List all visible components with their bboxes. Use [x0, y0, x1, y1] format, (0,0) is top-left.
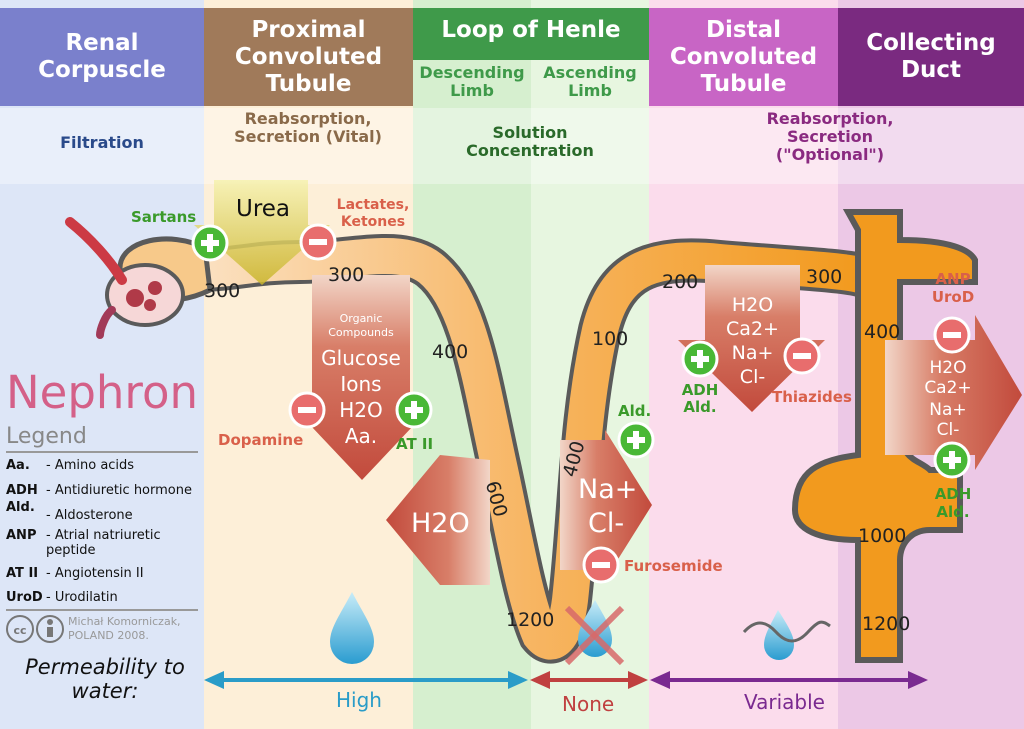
efferent-arteriole [96, 306, 116, 339]
credit-text: Michał Komorniczak, POLAND 2008. [68, 615, 181, 642]
at2-label: AT II [396, 435, 434, 453]
corpuscle-column [0, 0, 204, 729]
legend-item: Ald.- Aldosterone [6, 500, 133, 523]
legend-item: ADH- Antidiuretic hormone [6, 483, 192, 498]
distal-ion-label: Cl- [739, 366, 766, 388]
osmolarity-label: 400 [432, 341, 469, 363]
wave-icon [742, 620, 831, 643]
organic-compounds-label: Organic Compounds [328, 312, 394, 339]
permeability-high: High [336, 688, 382, 712]
osmolarity-label: 200 [662, 271, 699, 293]
creative-commons-icon: cc [6, 615, 34, 643]
minus-icon [299, 223, 337, 261]
permeability-none: None [562, 692, 615, 716]
dopamine-label: Dopamine [218, 431, 304, 449]
glucose-label: Glucose [321, 346, 401, 370]
water-reabsorption-arrow [386, 455, 490, 585]
urea-arrow [194, 180, 330, 285]
legend-item: AT II- Angiotensin II [6, 566, 144, 581]
loop-water-label: H2O [411, 508, 470, 539]
water-label: H2O [339, 398, 383, 422]
urea-label: Urea [236, 196, 291, 222]
minus-icon [933, 316, 971, 354]
header-ascending-limb: Ascending Limb [543, 63, 637, 100]
lactates-label: Lactates, Ketones [336, 197, 410, 230]
osmolarity-label: 1200 [506, 609, 555, 631]
proximal-reabsorption-arrow [294, 275, 430, 480]
attribution-icon [36, 615, 64, 643]
legend-item: Aa.- Amino acids [6, 458, 135, 473]
function-filtration: Filtration [60, 133, 144, 152]
minus-icon [288, 391, 326, 429]
header-proximal-tubule: Proximal Convoluted Tubule [234, 16, 383, 97]
high-permeability-arrow [204, 671, 528, 689]
header-collecting-duct: Collecting Duct [866, 30, 996, 83]
legend-item: ANP- Atrial natriuretic peptide [6, 528, 161, 558]
cross-icon [564, 605, 625, 666]
svg-text:cc: cc [13, 624, 26, 637]
chloride-label: Cl- [588, 508, 625, 539]
ions-label: Ions [340, 372, 382, 396]
minus-icon [582, 546, 620, 584]
osmolarity-label: 300 [806, 266, 843, 288]
no-permeability-arrow [530, 671, 648, 689]
distal-ion-label: Ca2+ [726, 318, 779, 340]
amino-acids-label: Aa. [344, 424, 378, 448]
salt-reabsorption-arrow [560, 430, 652, 580]
osmolarity-label: 100 [592, 328, 629, 350]
thiazides-label: Thiazides [772, 388, 852, 406]
plus-icon [395, 391, 433, 429]
sartans-label: Sartans [131, 208, 197, 226]
collecting-ion-label: Cl- [936, 420, 960, 440]
collecting-adh-ald-label: ADH Ald. [934, 485, 972, 521]
plus-icon [681, 340, 719, 378]
distal-adh-ald-label: ADH Ald. [681, 381, 719, 416]
header-descending-limb: Descending Limb [419, 63, 525, 100]
collecting-ion-label: Ca2+ [924, 378, 972, 398]
furosemide-label: Furosemide [624, 557, 723, 575]
minus-icon [783, 337, 821, 375]
function-loop: Solution Concentration [466, 123, 594, 160]
sodium-label: Na+ [578, 474, 638, 505]
distal-ion-label: H2O [731, 294, 774, 316]
legend-item: UroD- Urodilatin [6, 590, 118, 605]
plus-icon [933, 441, 971, 479]
plus-icon [617, 421, 655, 459]
osmolarity-label: 1000 [858, 525, 907, 547]
osmolarity-label: 1200 [862, 613, 911, 635]
distal-reabsorption-arrow [678, 265, 825, 412]
osmolarity-label: 300 [204, 280, 241, 302]
afferent-arteriole [65, 217, 127, 285]
function-distal: Reabsorption, Secretion ("Optional") [766, 109, 894, 164]
permeability-label: Permeability to water: [25, 655, 185, 703]
collecting-ion-label: H2O [929, 358, 967, 378]
function-proximal: Reabsorption, Secretion (Vital) [234, 109, 382, 146]
osmolarity-label: 400 [864, 321, 901, 343]
water-drop-icon [330, 592, 374, 664]
nephron-tubule [188, 237, 878, 660]
header-distal-tubule: Distal Convoluted Tubule [669, 16, 818, 97]
osmolarity-label: 300 [328, 264, 365, 286]
header-loop-of-henle: Loop of Henle [441, 16, 621, 43]
plus-icon [191, 224, 229, 262]
distal-ion-label: Na+ [731, 342, 774, 364]
diagram-title: Nephron [6, 366, 198, 419]
legend-heading: Legend [6, 424, 87, 449]
collecting-ion-label: Na+ [929, 400, 967, 420]
permeability-variable: Variable [744, 690, 825, 714]
aldosterone-label: Ald. [618, 402, 652, 420]
collecting-reabsorption-arrow [885, 315, 1022, 470]
anp-urod-label: ANP UroD [931, 270, 975, 306]
variable-permeability-arrow [650, 671, 928, 689]
header-renal-corpuscle: Renal Corpuscle [38, 30, 166, 83]
